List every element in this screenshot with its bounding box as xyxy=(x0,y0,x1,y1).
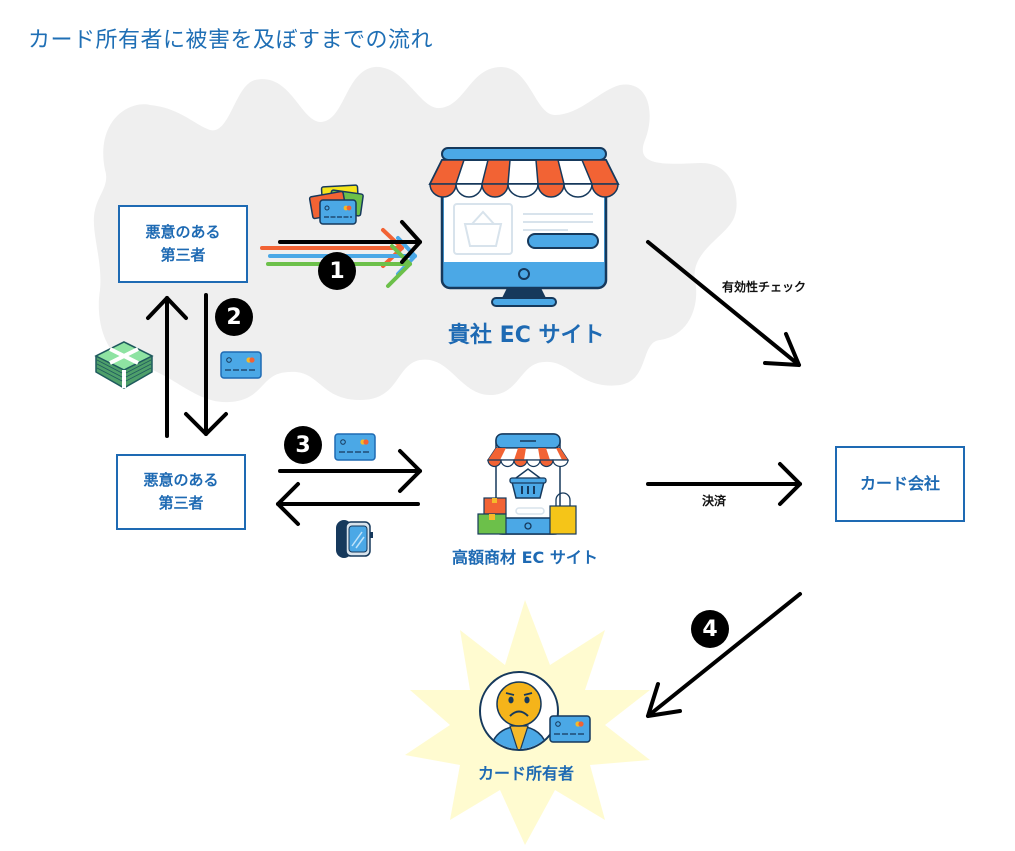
step-badge-1: 1 xyxy=(318,252,356,290)
attacker-top-line2: 第三者 xyxy=(160,246,206,264)
black-arrow-head xyxy=(400,220,422,264)
arrow-claim-head xyxy=(646,682,682,718)
your-ec-site-label: 貴社 EC サイト xyxy=(448,323,605,348)
attacker-bottom-line1: 悪意のある xyxy=(143,470,219,489)
arrow-money-up-head xyxy=(146,296,188,320)
attacker-node-top: 悪意のある 第三者 xyxy=(118,205,248,283)
green-arrow-head xyxy=(386,244,412,288)
settlement-label: 決済 xyxy=(702,494,727,508)
step-badge-2: 2 xyxy=(215,298,253,336)
arrow-validity-line xyxy=(646,240,801,367)
smartwatch-icon xyxy=(336,520,373,558)
mobile-shop-icon xyxy=(477,433,577,535)
arrow-claim-line xyxy=(646,592,802,718)
luxury-ec-site-label: 高額商材 EC サイト xyxy=(452,548,598,567)
attacker-bottom-line2: 第三者 xyxy=(158,494,204,512)
arrow-card-down-head xyxy=(184,412,228,436)
attacker-node-bottom: 悪意のある 第三者 xyxy=(116,454,246,530)
attacker-top-line1: 悪意のある xyxy=(145,222,221,241)
credit-cards-stack-icon xyxy=(308,184,364,225)
card-company-label: カード会社 xyxy=(859,473,940,493)
sad-person-icon xyxy=(479,671,591,751)
money-stack-icon xyxy=(94,341,154,389)
step-badge-4: 4 xyxy=(691,610,729,648)
online-store-monitor-icon xyxy=(428,147,620,307)
validity-check-label: 有効性チェック xyxy=(722,280,807,294)
card-company-node: カード会社 xyxy=(835,446,965,522)
orange-arrow-head xyxy=(381,228,404,268)
credit-card-icon-step2 xyxy=(220,351,262,379)
card-holder-label: カード所有者 xyxy=(478,764,575,783)
arrow-purchase-right-head xyxy=(398,449,422,493)
arrow-validity-head xyxy=(763,332,801,367)
credit-card-icon-step3 xyxy=(334,433,376,461)
arrow-settlement-head xyxy=(778,462,802,506)
step-badge-3: 3 xyxy=(284,426,322,464)
page-title: カード所有者に被害を及ぼすまでの流れ xyxy=(28,28,434,53)
arrow-goods-left-head xyxy=(276,482,300,526)
